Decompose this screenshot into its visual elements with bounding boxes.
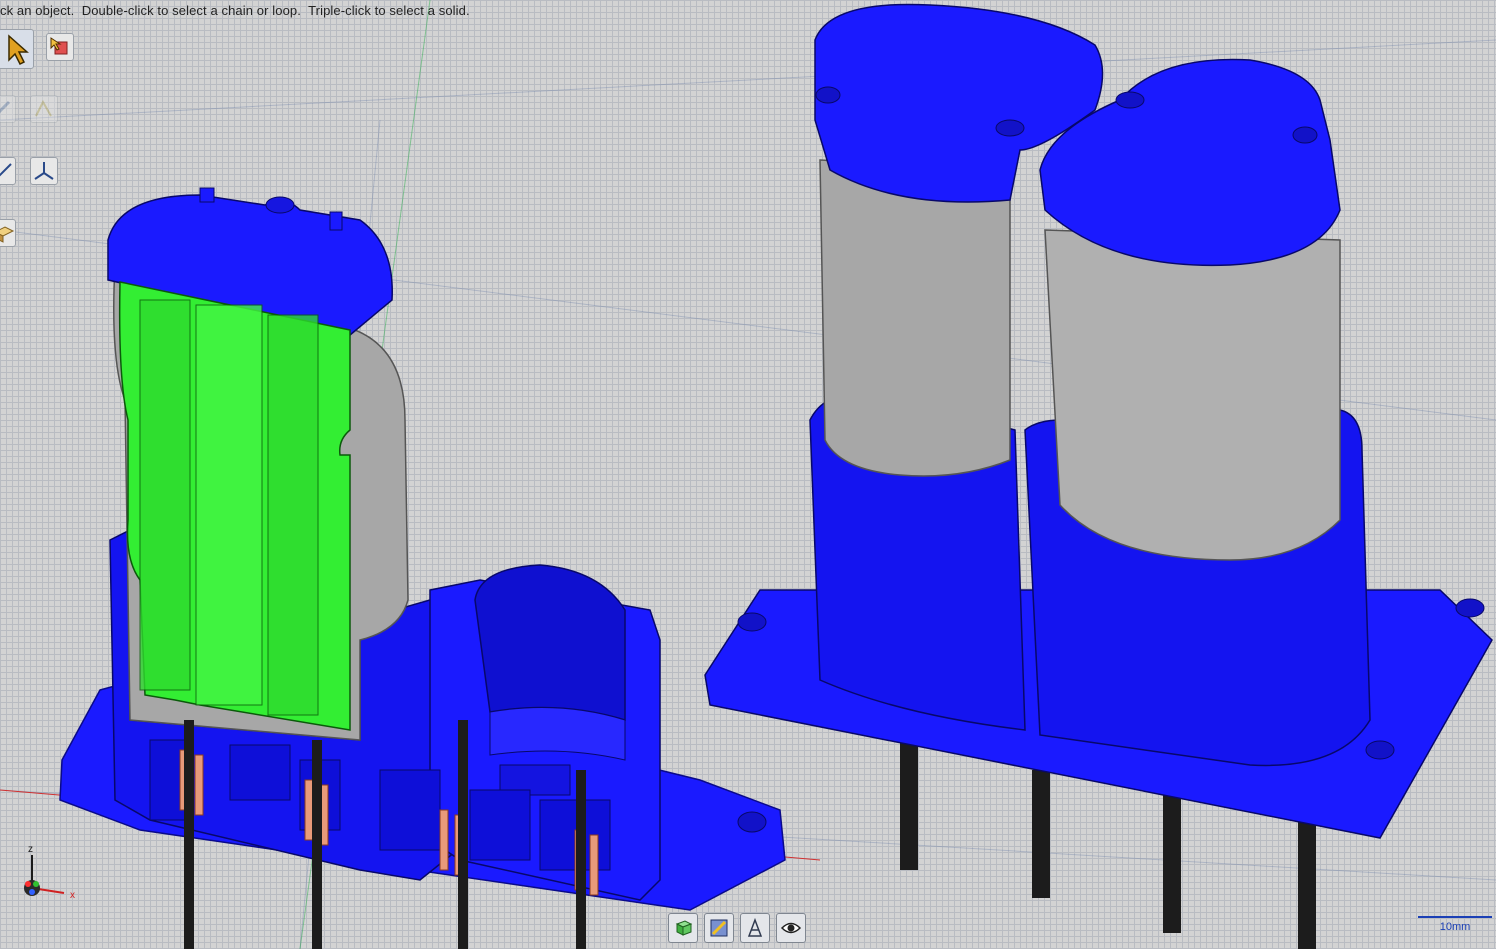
- right-capacitor-right[interactable]: [1044, 229, 1341, 561]
- box-tool-button[interactable]: [0, 219, 16, 247]
- transform-button[interactable]: [740, 913, 770, 943]
- sketch-icon: [35, 99, 52, 117]
- select-solid-icon: [50, 37, 68, 55]
- triad-move-icon: [34, 162, 54, 180]
- pencil-icon: [0, 100, 11, 114]
- render-style-button[interactable]: [704, 913, 734, 943]
- scale-bar-line: [1418, 916, 1492, 918]
- box-tool-icon: [0, 226, 15, 243]
- scale-bar-label: 10mm: [1439, 921, 1471, 933]
- left-lead-pins: [184, 720, 586, 949]
- solid-view-icon: [675, 920, 693, 936]
- left-sectioned-assembly[interactable]: [59, 187, 786, 949]
- line-tool-icon: [0, 163, 12, 177]
- scale-bar: 10mm: [1418, 916, 1492, 936]
- right-top-cap-left[interactable]: [814, 3, 1104, 203]
- right-assembly[interactable]: [704, 3, 1493, 949]
- left-base-section-detail: [149, 739, 611, 871]
- line-tool-button[interactable]: [0, 157, 16, 185]
- select-solid-button[interactable]: [46, 33, 74, 61]
- right-lead-pins: [900, 740, 1316, 949]
- left-mount-hole: [737, 811, 767, 833]
- axis-triad: z x: [24, 844, 75, 901]
- triad-move-button[interactable]: [30, 157, 58, 185]
- solid-view-button[interactable]: [668, 913, 698, 943]
- axis-z-label: z: [28, 844, 33, 855]
- sketch-tool-button[interactable]: [30, 95, 58, 123]
- visibility-eye-icon: [780, 922, 802, 934]
- visibility-button[interactable]: [776, 913, 806, 943]
- axis-x-label: x: [70, 890, 75, 901]
- render-style-icon: [710, 919, 728, 937]
- transform-icon: [747, 917, 763, 937]
- status-hint: ck an object. Double-click to select a c…: [0, 3, 470, 18]
- select-tool-button[interactable]: [0, 29, 34, 69]
- right-capacitor-left[interactable]: [819, 159, 1011, 477]
- pencil-tool-button[interactable]: [0, 95, 16, 123]
- select-arrow-icon: [8, 34, 29, 66]
